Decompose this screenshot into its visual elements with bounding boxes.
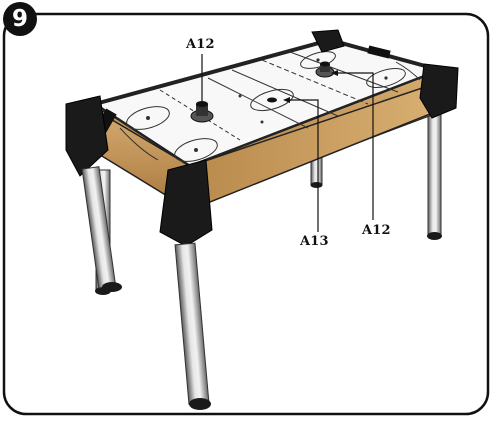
callout-label-a12-top: A12 [186, 37, 215, 52]
leader-arrowheads [283, 70, 338, 103]
playfield-markings [119, 51, 421, 162]
corner-guard-back-left [311, 29, 345, 53]
callout-label-a12-right: A12 [362, 223, 391, 238]
front-right-leg [174, 242, 211, 410]
pusher-right [315, 61, 335, 78]
corner-guard-front-left [65, 95, 109, 177]
back-right-leg [427, 99, 442, 240]
pusher-left [190, 101, 214, 123]
callout-label-a13: A13 [300, 234, 329, 249]
corner-guard-back-right [419, 63, 459, 119]
step-number-badge: 9 [3, 2, 37, 36]
puck [267, 97, 277, 103]
corner-guard-front-right [159, 159, 213, 247]
goal-slot-right [367, 45, 391, 59]
front-left-leg [81, 166, 122, 292]
leader-lines [201, 54, 374, 232]
